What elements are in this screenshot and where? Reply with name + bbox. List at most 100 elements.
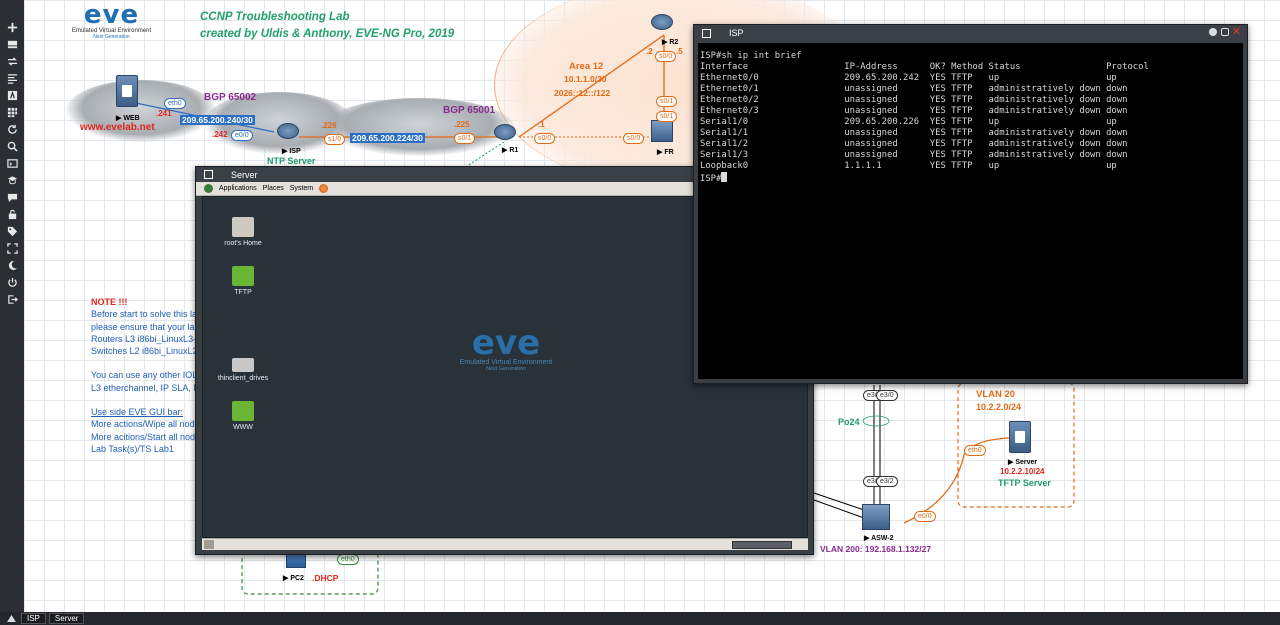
close-icon[interactable]: ✕ [1231, 26, 1241, 38]
vlan200-label: VLAN 200: 192.168.1.132/27 [820, 544, 932, 554]
isp-ip-242: .242 [212, 130, 228, 139]
isp-router-node[interactable] [277, 123, 299, 139]
note-line: More acitions/Start all nodes [91, 431, 205, 442]
area12-label: Area 12 [569, 61, 604, 72]
isp-ip-226: .226 [321, 121, 337, 130]
server-iface-eth0: eth0 [964, 445, 986, 456]
isp-window-titlebar[interactable]: ISP [694, 25, 1247, 41]
po24-label: Po24 [838, 417, 860, 427]
desktop-icon-tftp[interactable]: TFTP [213, 266, 273, 296]
chat-icon[interactable] [3, 190, 21, 204]
terminal-line: Ethernet0/0 209.65.200.242 YES TFTP up u… [700, 73, 1117, 83]
ntp-server-label: NTP Server [267, 156, 316, 166]
desktop-icon-home[interactable]: root's Home [213, 217, 273, 247]
desktop-icon-label: root's Home [224, 240, 262, 247]
menu-places[interactable]: Places [262, 185, 284, 192]
terminal-line: ISP#sh ip int brief [700, 51, 802, 61]
pc2-iface-eth0: eth0 [337, 554, 359, 565]
lab-icon[interactable] [3, 173, 21, 187]
moon-icon[interactable] [3, 258, 21, 272]
cloud-bgp [324, 98, 514, 156]
taskbar-menu-icon[interactable] [4, 613, 18, 624]
taskbar-tab-server[interactable]: Server [48, 613, 85, 624]
tftp-server-node[interactable] [1009, 421, 1031, 453]
logout-icon[interactable] [3, 292, 21, 306]
grid-icon[interactable] [3, 105, 21, 119]
console-icon[interactable] [3, 156, 21, 170]
workspace-switcher[interactable] [732, 541, 792, 549]
lock-icon[interactable] [3, 207, 21, 221]
isp-router-label: ▶ ISP [282, 148, 301, 155]
fit-icon[interactable] [3, 241, 21, 255]
popout-icon[interactable] [702, 28, 711, 38]
bgp-65001-label: BGP 65001 [443, 105, 496, 116]
menu-system[interactable]: System [289, 185, 314, 192]
asw2-switch-node[interactable] [862, 504, 890, 530]
show-desktop-icon[interactable] [204, 540, 214, 549]
r2-ip-2: .2 [646, 47, 653, 56]
terminal-prompt: ISP# [700, 174, 722, 184]
desktop-icon-label: TFTP [234, 289, 252, 296]
terminal-line: Ethernet0/3 unassigned YES TFTP administ… [700, 106, 1128, 116]
note-line: More actions/Wipe all nodes [91, 419, 205, 430]
terminal-line: Ethernet0/2 unassigned YES TFTP administ… [700, 95, 1128, 105]
r2-router-node[interactable] [651, 14, 673, 30]
cloud-web [66, 80, 216, 142]
popout-icon[interactable] [204, 170, 213, 179]
terminal-line: Loopback0 1.1.1.1 YES TFTP up up [700, 161, 1117, 171]
gnome-bottom-panel [202, 538, 808, 550]
list-icon[interactable] [3, 71, 21, 85]
server-node-label: ▶ Server [1008, 459, 1038, 466]
screenshot-icon[interactable] [1221, 28, 1229, 36]
server-console-window[interactable]: Server Applications Places System root's… [195, 166, 814, 555]
desktop-icon-thinclient[interactable]: thinclient_drives [213, 354, 273, 382]
refresh-icon[interactable] [3, 122, 21, 136]
fr-switch-node[interactable] [651, 120, 673, 142]
nodes-icon[interactable] [3, 37, 21, 51]
add-icon[interactable] [3, 20, 21, 34]
r1-router-node[interactable] [494, 124, 516, 140]
note-line: Lab Task(s)/TS Lab1 [91, 443, 174, 454]
iface-e30: e3/0 [876, 390, 898, 401]
lab-note: NOTE !!! Before start to solve this lab,… [91, 296, 214, 455]
asw2-iface-e00: e0/0 [914, 511, 936, 522]
terminal-line: Serial1/2 unassigned YES TFTP administra… [700, 139, 1128, 149]
gnome-foot-icon[interactable] [204, 184, 213, 193]
tftp-folder-icon [232, 266, 254, 286]
tag-icon[interactable] [3, 224, 21, 238]
fr-label: ▶ FR [657, 149, 674, 156]
connections-icon[interactable] [3, 54, 21, 68]
note-line: You can use any other IOL ima [91, 370, 214, 381]
taskbar-tab-isp[interactable]: ISP [21, 613, 46, 624]
gnome-top-panel: Applications Places System [196, 182, 813, 196]
desktop-icon-www[interactable]: WWW [213, 401, 273, 431]
drive-icon [232, 358, 254, 372]
bgp-65002-label: BGP 65002 [204, 92, 257, 103]
bottom-taskbar: ISP Server [0, 612, 1280, 625]
note-line: Before start to solve this lab, [91, 309, 205, 320]
r2-iface-s01: s0/1 [656, 96, 678, 107]
terminal-line: Ethernet0/1 unassigned YES TFTP administ… [700, 84, 1128, 94]
power-icon[interactable] [3, 275, 21, 289]
settings-icon[interactable] [1209, 28, 1217, 36]
menu-applications[interactable]: Applications [219, 185, 257, 192]
r2-label: ▶ R2 [662, 39, 679, 46]
zoom-icon[interactable] [3, 139, 21, 153]
server-window-titlebar[interactable]: Server [196, 167, 813, 182]
web-node[interactable] [116, 75, 138, 107]
web-site-label: www.evelab.net [80, 122, 155, 133]
text-icon[interactable] [3, 88, 21, 102]
home-folder-icon [232, 217, 254, 237]
fr-iface-s01: s0/1 [656, 111, 678, 122]
terminal-cursor [721, 172, 728, 182]
www-folder-icon [232, 401, 254, 421]
note-title: NOTE !!! [91, 297, 128, 307]
terminal-line: Serial1/1 unassigned YES TFTP administra… [700, 128, 1128, 138]
r2-ip-5: .5 [676, 47, 683, 56]
firefox-icon[interactable] [319, 184, 329, 193]
web-label: ▶ WEB [116, 115, 140, 122]
r1-iface-s00: s0/0 [534, 133, 556, 144]
isp-iface-s10: s1/0 [324, 134, 346, 145]
